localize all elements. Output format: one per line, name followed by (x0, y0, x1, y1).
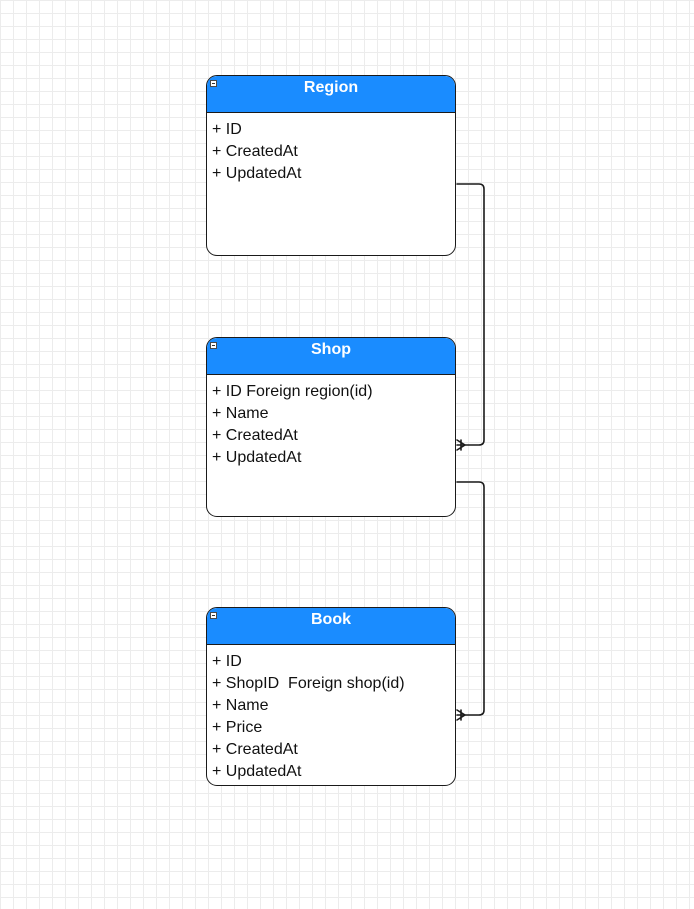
minus-box-icon[interactable] (210, 612, 217, 619)
one-or-many-marker (456, 439, 466, 451)
field[interactable]: + CreatedAt (212, 427, 298, 444)
field[interactable]: + UpdatedAt (212, 763, 302, 780)
field[interactable]: + Price (212, 719, 263, 736)
entity-header[interactable]: Shop (207, 338, 455, 375)
entity-title: Book (311, 611, 351, 628)
entity-header[interactable]: Book (207, 608, 455, 645)
connector-line (456, 481, 485, 716)
field[interactable]: + CreatedAt (212, 143, 298, 160)
field[interactable]: + ShopID Foreign shop(id) (212, 675, 405, 692)
minus-box-icon[interactable] (210, 342, 217, 349)
one-or-many-marker (456, 709, 466, 721)
connector-line (456, 183, 485, 446)
field[interactable]: + UpdatedAt (212, 165, 302, 182)
relation-shop-book[interactable] (456, 481, 485, 721)
entity-header[interactable]: Region (207, 76, 455, 113)
field[interactable]: + CreatedAt (212, 741, 298, 758)
entity-book[interactable]: Book + ID + ShopID Foreign shop(id) + Na… (206, 607, 456, 786)
field[interactable]: + ID (212, 653, 242, 670)
entity-title: Shop (311, 341, 351, 358)
entity-title: Region (303, 79, 359, 96)
field-list: + ID + CreatedAt + UpdatedAt (207, 113, 455, 185)
field-list: + ID + ShopID Foreign shop(id) + Name + … (207, 645, 455, 783)
field[interactable]: + UpdatedAt (212, 449, 302, 466)
entity-region[interactable]: Region + ID + CreatedAt + UpdatedAt (206, 75, 456, 256)
relation-region-shop[interactable] (456, 183, 485, 451)
minus-box-icon[interactable] (210, 80, 217, 87)
field[interactable]: + ID (212, 121, 242, 138)
field[interactable]: + ID Foreign region(id) (212, 383, 373, 400)
field[interactable]: + Name (212, 697, 269, 714)
field[interactable]: + Name (212, 405, 269, 422)
field-list: + ID Foreign region(id) + Name + Created… (207, 375, 455, 469)
entity-shop[interactable]: Shop + ID Foreign region(id) + Name + Cr… (206, 337, 456, 517)
